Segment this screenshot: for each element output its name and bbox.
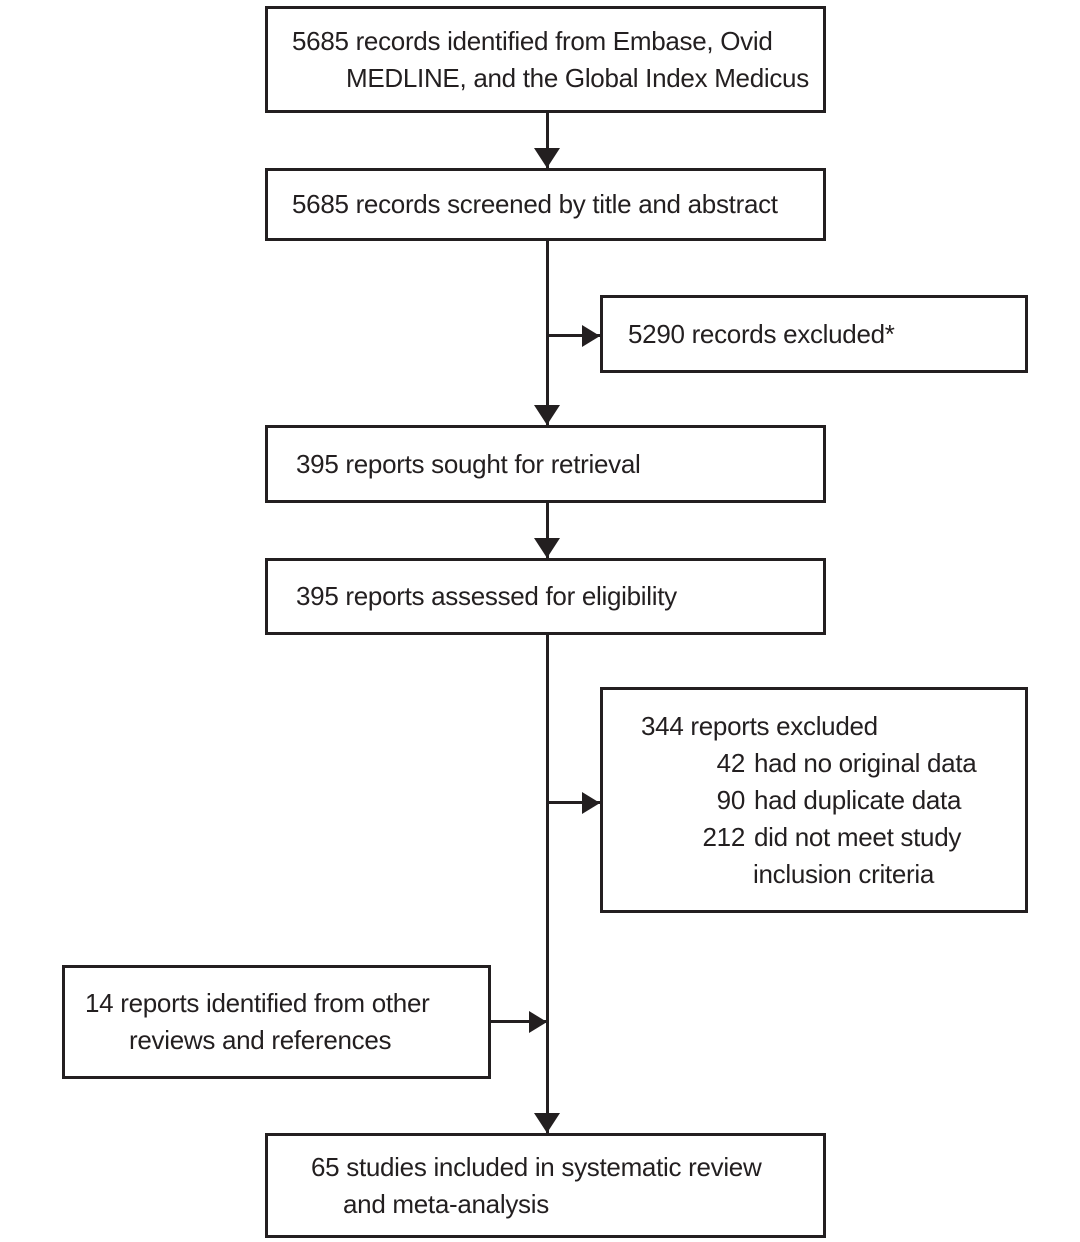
connector-assessed-to-included-line xyxy=(546,635,549,1133)
box-reports-excluded-item-2: 90 had duplicate data xyxy=(603,782,1025,819)
box-reports-excluded-item-3-continuation: inclusion criteria xyxy=(753,858,935,889)
connector-screened-to-sought-line xyxy=(546,241,549,425)
connector-branch-records-excluded-arrowhead-icon xyxy=(582,325,600,347)
box-reports-excluded-item-3-text: did not meet study xyxy=(754,821,962,852)
box-other-sources-line2: reviews and references xyxy=(129,1025,392,1055)
connector-identified-to-screened-line xyxy=(546,113,549,168)
box-reports-excluded: 344 reports excluded 42 had no original … xyxy=(600,687,1028,913)
box-studies-included-line1: 65 studies included in systematic review xyxy=(311,1151,762,1182)
box-records-identified: 5685 records identified from Embase, Ovi… xyxy=(265,6,826,113)
box-records-screened-line1: 5685 records screened by title and abstr… xyxy=(292,189,778,219)
connector-identified-to-screened-arrowhead-icon xyxy=(534,148,560,168)
connector-assessed-to-included-arrowhead-icon xyxy=(534,1113,560,1133)
connector-other-sources-line xyxy=(491,1020,547,1023)
box-records-identified-line1: 5685 records identified from Embase, Ovi… xyxy=(292,25,773,56)
box-reports-excluded-item-3: 212 did not meet study xyxy=(603,819,1025,856)
box-studies-included: 65 studies included in systematic review… xyxy=(265,1133,826,1238)
box-reports-excluded-item-2-text: had duplicate data xyxy=(754,784,962,815)
box-reports-excluded-item-1: 42 had no original data xyxy=(603,745,1025,782)
box-other-sources: 14 reports identified from other reviews… xyxy=(62,965,491,1079)
box-records-excluded: 5290 records excluded* xyxy=(600,295,1028,373)
box-records-excluded-line1: 5290 records excluded* xyxy=(628,318,895,349)
connector-branch-reports-excluded-arrowhead-icon xyxy=(582,792,600,814)
connector-branch-reports-excluded-line xyxy=(547,801,600,804)
box-reports-sought: 395 reports sought for retrieval xyxy=(265,425,826,503)
connector-sought-to-assessed-line xyxy=(546,503,549,558)
connector-branch-records-excluded-line xyxy=(547,334,600,337)
box-other-sources-line1: 14 reports identified from other xyxy=(85,988,430,1018)
box-reports-sought-line1: 395 reports sought for retrieval xyxy=(296,448,641,479)
box-reports-assessed: 395 reports assessed for eligibility xyxy=(265,558,826,635)
box-studies-included-line2: and meta-analysis xyxy=(343,1188,549,1219)
box-reports-excluded-item-1-text: had no original data xyxy=(754,747,977,778)
box-reports-excluded-item-2-count: 90 xyxy=(716,784,746,815)
box-records-screened: 5685 records screened by title and abstr… xyxy=(265,168,826,241)
box-reports-excluded-title: 344 reports excluded xyxy=(641,710,878,741)
box-reports-assessed-line1: 395 reports assessed for eligibility xyxy=(296,581,677,611)
connector-sought-to-assessed-arrowhead-icon xyxy=(534,538,560,558)
box-reports-excluded-item-1-count: 42 xyxy=(716,747,746,778)
box-reports-excluded-item-3-count: 212 xyxy=(702,821,746,852)
box-records-identified-line2: MEDLINE, and the Global Index Medicus xyxy=(346,62,809,93)
connector-screened-to-sought-arrowhead-icon xyxy=(534,405,560,425)
connector-other-sources-arrowhead-icon xyxy=(529,1011,547,1033)
